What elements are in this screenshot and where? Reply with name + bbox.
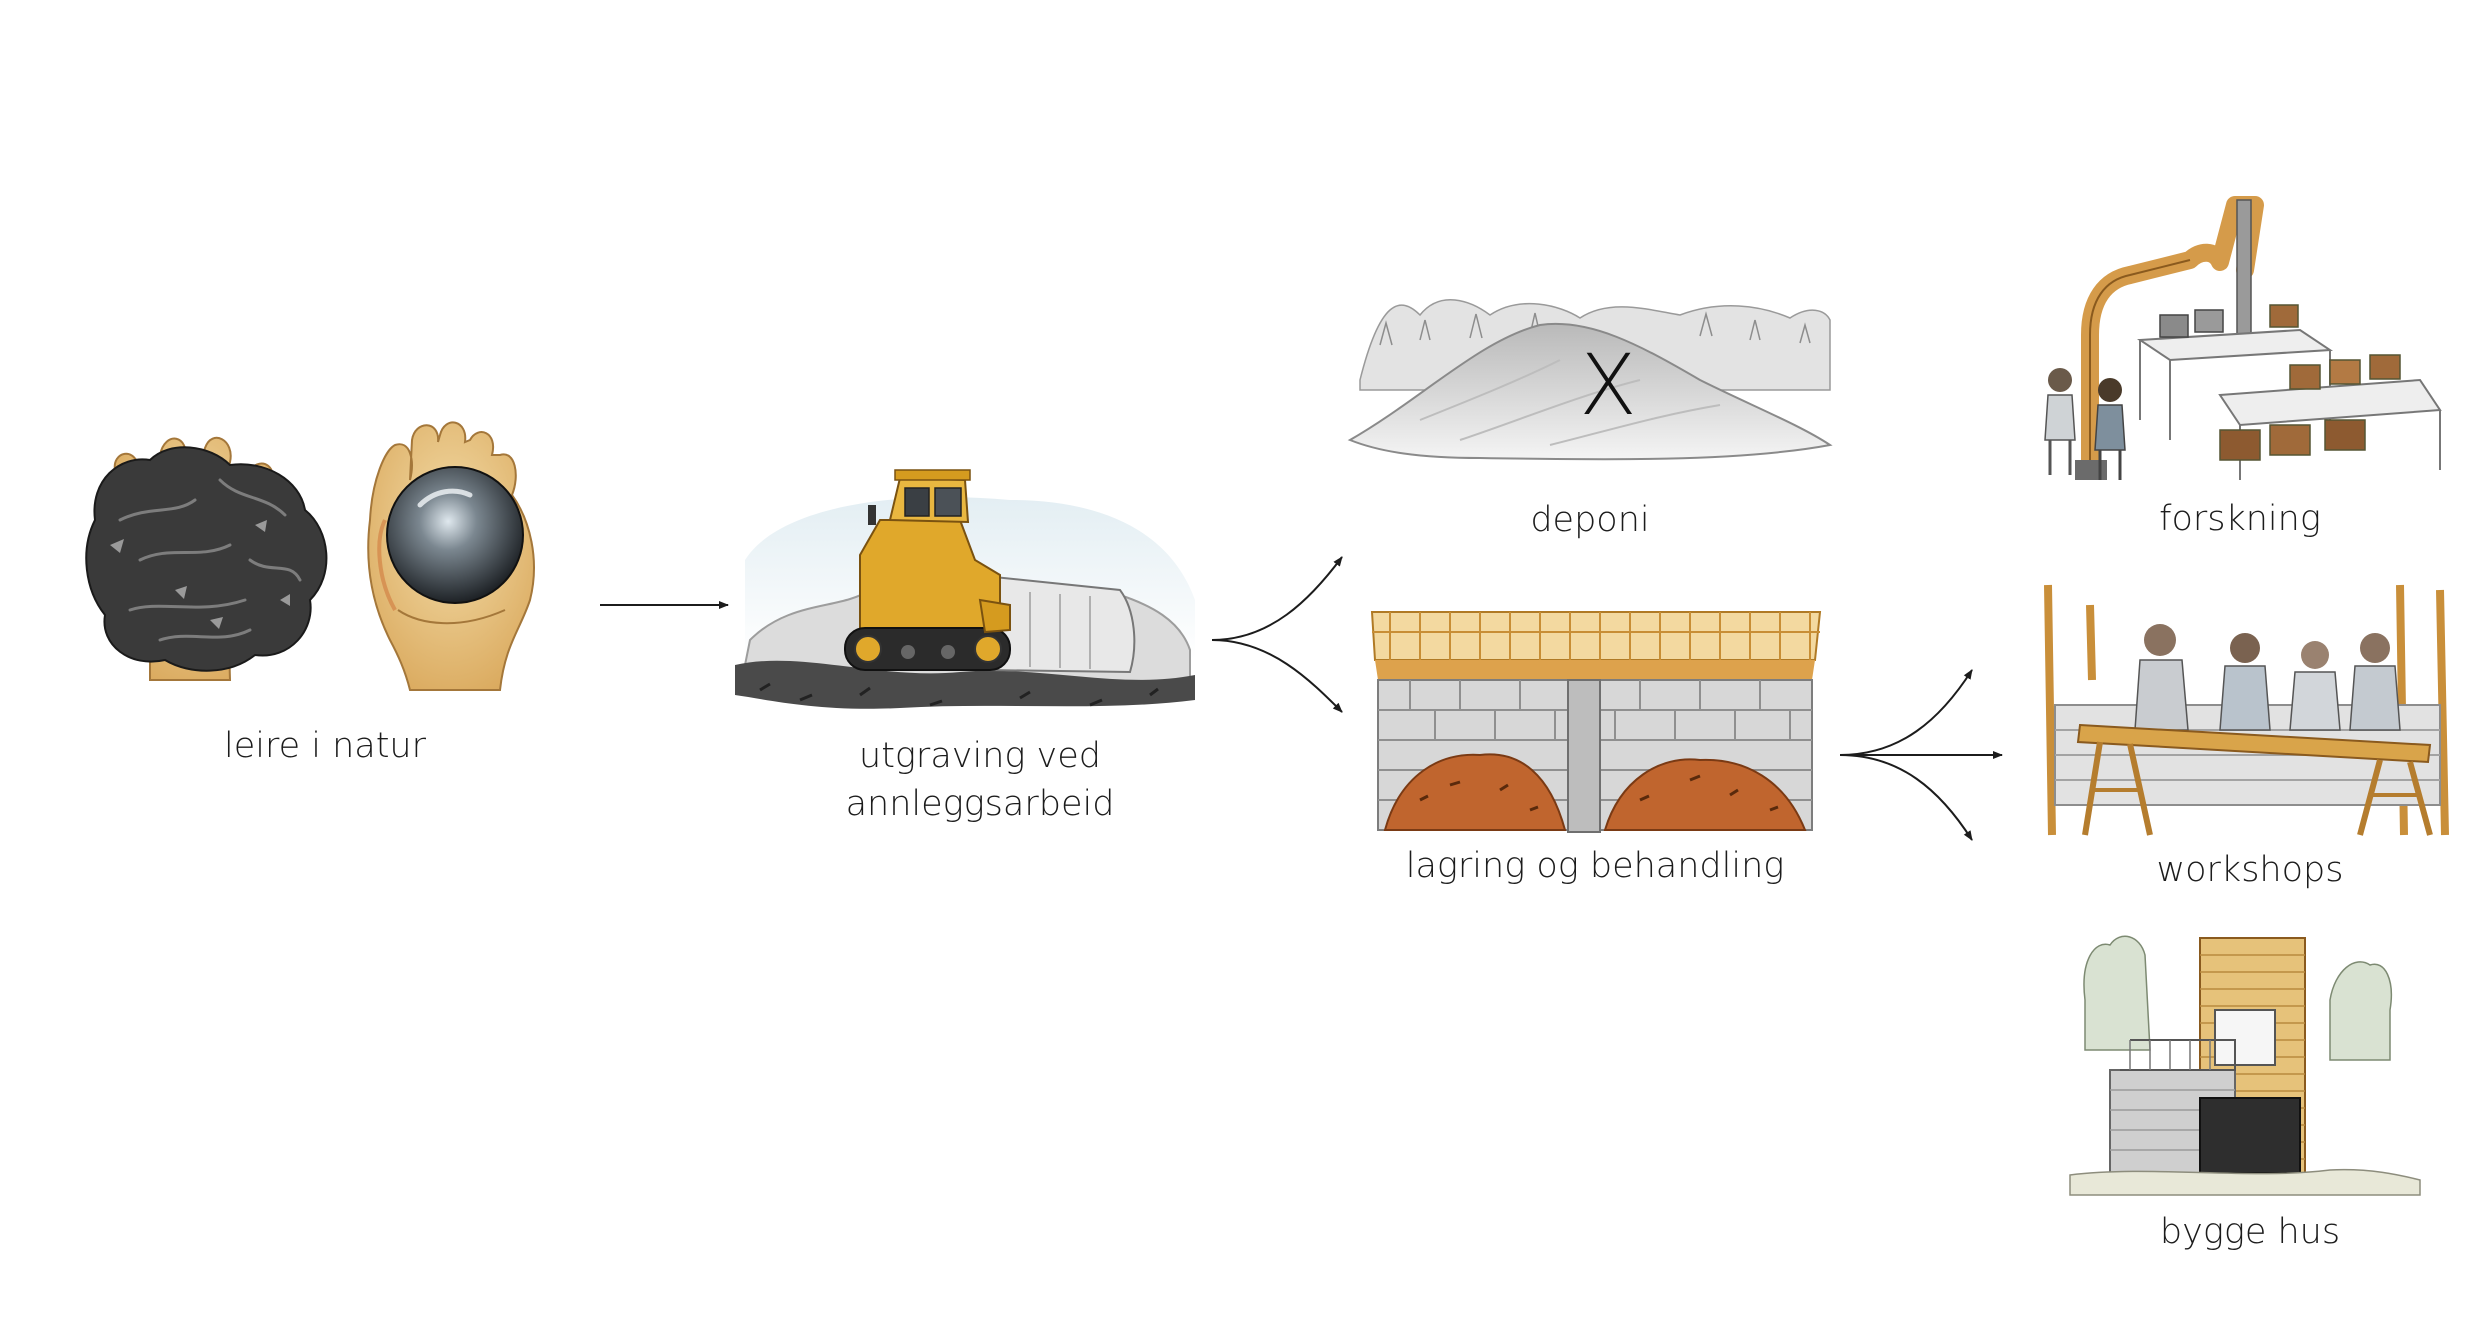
arrow-storage-to-research [1839, 669, 1973, 756]
label-excavation-line1: utgraving ved [859, 736, 1101, 776]
landfill-hill-icon: X [1347, 299, 1833, 461]
bulldozer-icon [735, 469, 1195, 709]
arrow-excavation-to-landfill [1211, 556, 1343, 641]
arrow-excavation-to-storage [1211, 639, 1343, 713]
flow-arrows [600, 556, 2003, 841]
arrow-storage-to-building [1839, 754, 1973, 841]
label-workshops: workshops [2156, 850, 2344, 890]
robot-arm-lab-icon [2044, 196, 2442, 480]
storage-shed-icon [1370, 611, 1822, 833]
people-at-workbench-icon [2044, 584, 2449, 836]
label-build-house: bygge hus [2159, 1212, 2341, 1252]
cross-mark: X [1579, 336, 1637, 434]
label-clay-in-nature: leire i natur [223, 726, 427, 766]
earth-house-icon [2069, 935, 2421, 1196]
label-excavation: utgraving ved annleggsarbeid [820, 732, 1140, 828]
label-research: forskning [2159, 499, 2321, 539]
label-landfill: deponi [1530, 500, 1650, 540]
clay-in-hands-icon [85, 421, 535, 691]
label-excavation-line2: annleggsarbeid [845, 784, 1115, 824]
label-storage-and-treatment: lagring og behandling [1405, 846, 1785, 886]
